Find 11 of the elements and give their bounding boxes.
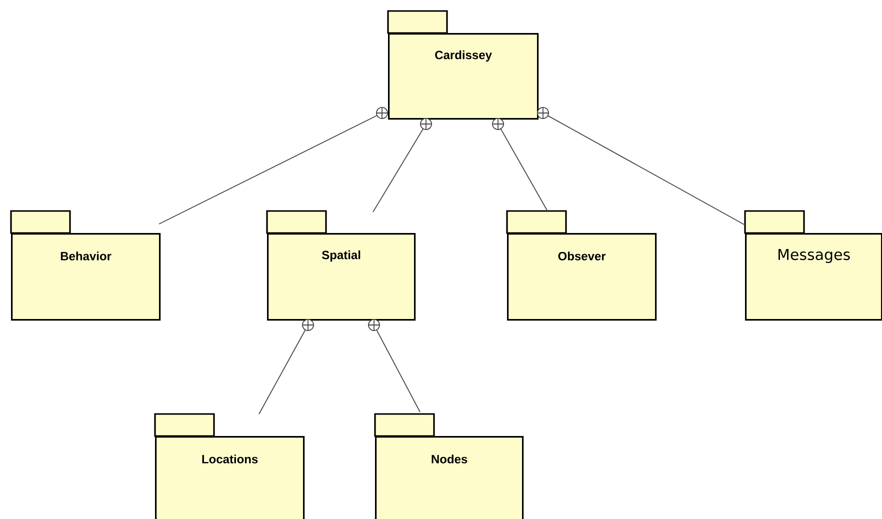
containment-line bbox=[372, 118, 432, 212]
containment-line bbox=[258, 318, 314, 414]
package-box: Cardissey bbox=[387, 10, 539, 120]
package-box: Obsever bbox=[506, 210, 657, 321]
containment-line bbox=[158, 106, 388, 224]
package-box: Nodes bbox=[374, 413, 524, 519]
package-box: Spatial bbox=[266, 210, 416, 321]
package-box: Locations bbox=[154, 413, 305, 519]
package-box: Behavior bbox=[10, 210, 161, 321]
containment-line bbox=[536, 106, 746, 226]
package-box: Messages bbox=[744, 210, 882, 321]
